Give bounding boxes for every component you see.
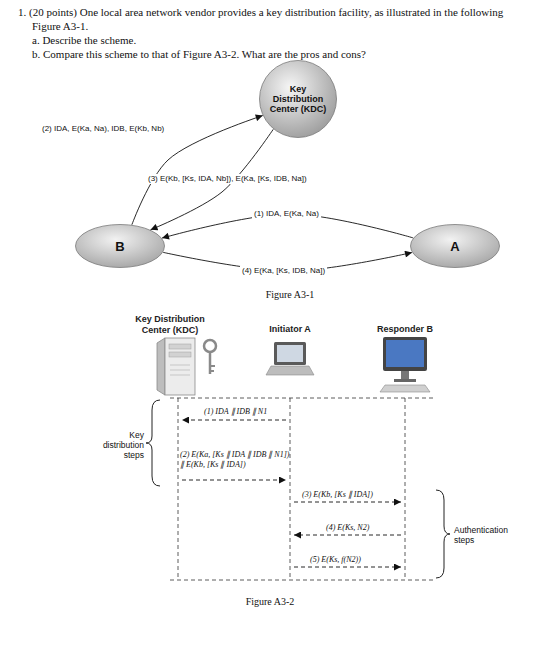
key-tooth <box>210 370 214 372</box>
node-label: Key Distribution Center (KDC) <box>125 314 215 336</box>
kdc-circle: Key Distribution Center (KDC) <box>259 60 337 138</box>
server-line <box>170 365 190 366</box>
lifeline-dash <box>405 398 406 580</box>
sequence-arrow <box>294 535 401 536</box>
lifeline-dash <box>178 398 179 580</box>
message-label: (1) IDA ∥ IDB ∥ N1 <box>204 407 267 417</box>
lifeline: Responder B <box>401 398 409 580</box>
laptop-frame <box>274 342 306 365</box>
message-label: (4) E(Ks, N2) <box>326 523 369 533</box>
node-label: Key Distribution Center (KDC) <box>259 60 337 138</box>
left-brace <box>146 400 160 486</box>
monitor-frame <box>383 337 427 371</box>
node-label: Responder B <box>365 324 445 335</box>
monitor-stand <box>401 371 409 379</box>
key-illustration <box>204 340 216 374</box>
monitor-base <box>394 379 416 382</box>
sequence-arrow <box>294 567 401 568</box>
message-label: (2) E(Ka, [Ks ∥ IDA ∥ IDB ∥ N1]) ∥ E(Kb,… <box>180 450 290 470</box>
party-ellipse-shape <box>76 225 165 268</box>
laptop-illustration <box>266 342 314 375</box>
figure-caption: Figure A3-2 <box>220 596 320 607</box>
step-separator <box>170 398 434 399</box>
sequence-arrow <box>294 502 401 503</box>
lifeline: Key Distribution Center (KDC) <box>174 398 182 580</box>
laptop-screen <box>277 345 303 362</box>
message-label: (1) IDA, E(Ka, Na) <box>252 209 321 219</box>
monitor-screen <box>386 340 424 367</box>
server-front <box>165 338 195 395</box>
party-ellipse: A <box>410 224 500 268</box>
kdc-circle-shape <box>260 61 337 138</box>
key-ring <box>204 340 216 352</box>
lifeline: Initiator A <box>286 398 294 580</box>
message-label: (4) E(Ka, [Ks, IDB, Na]) <box>240 266 327 276</box>
node-label: B <box>75 224 165 268</box>
lifeline-dash <box>290 398 291 580</box>
figure-caption: Figure A3-1 <box>240 289 340 300</box>
strip-outline <box>401 398 409 580</box>
party-ellipse-shape <box>411 225 500 268</box>
server-side <box>157 338 165 395</box>
step-separator <box>170 580 434 581</box>
server-line <box>170 375 190 376</box>
node-label: A <box>410 224 500 268</box>
bracket-label: Authentication steps <box>454 525 524 545</box>
keyboard <box>380 385 430 392</box>
question-text: b. Compare this scheme to that of Figure… <box>32 47 522 61</box>
message-label: (2) IDA, E(Ka, Na), IDB, E(Kb, Nb) <box>40 124 166 134</box>
desktop-illustration <box>380 337 430 392</box>
server-line <box>170 370 190 371</box>
node-label: Initiator A <box>250 324 330 335</box>
server-slot <box>169 344 191 349</box>
question-text: 1. (20 points) One local area network ve… <box>18 5 534 33</box>
key-tooth <box>210 365 215 367</box>
laptop-base <box>266 366 314 375</box>
sequence-arrow <box>182 420 286 421</box>
question-text: a. Describe the scheme. <box>32 33 512 47</box>
sequence-arrow <box>182 480 286 481</box>
party-ellipse: B <box>75 224 165 268</box>
right-brace <box>436 490 450 578</box>
bracket-label: Key distribution steps <box>98 430 144 460</box>
message-label: (5) E(Ks, f(N2)) <box>310 555 361 565</box>
server-slot <box>169 352 191 357</box>
strip-outline <box>286 398 294 580</box>
message-label: (3) E(Kb, [Ks, IDA, Nb]), E(Ka, [Ks, IDB… <box>146 174 309 184</box>
strip-outline <box>174 398 182 580</box>
message-label: (3) E(Kb, [Ks ∥ IDA]) <box>302 490 373 500</box>
server-illustration <box>157 338 195 395</box>
